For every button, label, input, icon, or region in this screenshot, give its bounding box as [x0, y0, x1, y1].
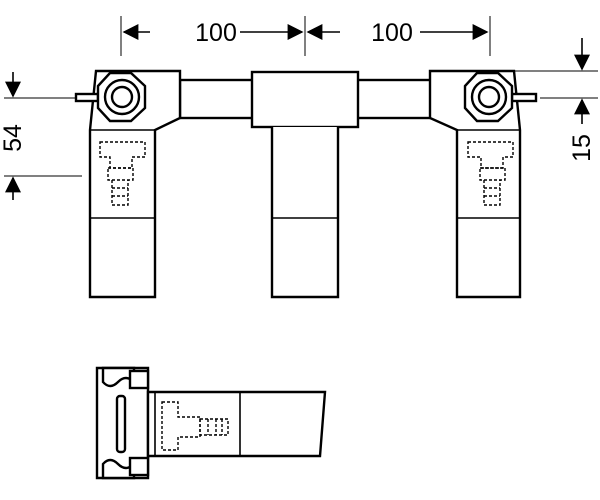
right-valve-body: [428, 69, 522, 299]
dimension-right-vertical: 15: [508, 38, 598, 162]
center-tee-body: [250, 70, 360, 129]
side-view-assembly: [95, 366, 327, 480]
left-valve-body: [88, 69, 182, 299]
dimension-label-top-left: 100: [195, 19, 237, 47]
dimension-top-left: 100: [120, 16, 306, 56]
front-view-assembly: [74, 69, 538, 299]
dimension-top-right: 100: [306, 16, 491, 56]
side-body: [146, 390, 327, 458]
center-outlet: [270, 127, 340, 299]
dimension-label-top-right: 100: [371, 19, 413, 47]
dimension-left-vertical: 54: [0, 72, 90, 200]
dimension-label-left-vertical: 54: [0, 124, 27, 152]
dimension-label-right-vertical: 15: [568, 134, 596, 162]
